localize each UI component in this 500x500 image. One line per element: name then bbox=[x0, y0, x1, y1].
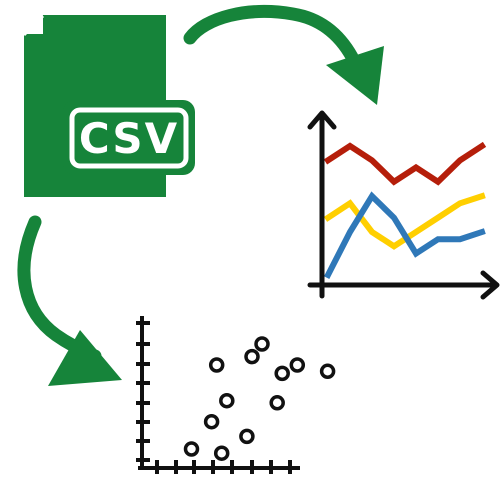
scatter-point-8 bbox=[319, 363, 336, 380]
scatter-point-5 bbox=[219, 392, 235, 409]
scatter-point-7 bbox=[274, 365, 290, 382]
line-chart-y-axis-arrowhead bbox=[307, 110, 337, 130]
line-chart-series bbox=[323, 141, 487, 280]
scatter-point-11 bbox=[244, 348, 260, 365]
scatter-point-3 bbox=[239, 428, 255, 445]
scatter-point-4 bbox=[203, 413, 220, 430]
file-fold-line bbox=[22, 14, 45, 37]
scatter-point-6 bbox=[269, 395, 285, 411]
line-series-blue bbox=[323, 191, 486, 280]
arrow-head bbox=[48, 330, 122, 386]
arrow-to-line-chart bbox=[183, 5, 384, 105]
scatter-point-9 bbox=[289, 357, 306, 373]
scatter-y-ticks bbox=[136, 321, 150, 462]
arrow-shaft bbox=[183, 5, 359, 64]
scatter-point-12 bbox=[254, 336, 270, 352]
csv-file-icon: CSV bbox=[22, 14, 195, 197]
line-chart bbox=[307, 110, 500, 300]
scatter-point-2 bbox=[213, 445, 230, 461]
csv-label-band bbox=[63, 100, 195, 175]
scatter-point-1 bbox=[183, 441, 200, 457]
scatter-plot bbox=[136, 316, 336, 474]
scatter-point-10 bbox=[208, 357, 225, 373]
line-chart-x-axis-arrowhead bbox=[480, 270, 500, 300]
arrow-head bbox=[326, 46, 384, 105]
arrow-to-scatter-plot bbox=[17, 215, 122, 386]
scatter-points bbox=[183, 336, 336, 461]
csv-label-frame bbox=[69, 107, 189, 169]
line-series-red bbox=[323, 141, 487, 186]
scatter-x-ticks bbox=[155, 460, 292, 474]
csv-label: CSV bbox=[79, 114, 179, 163]
